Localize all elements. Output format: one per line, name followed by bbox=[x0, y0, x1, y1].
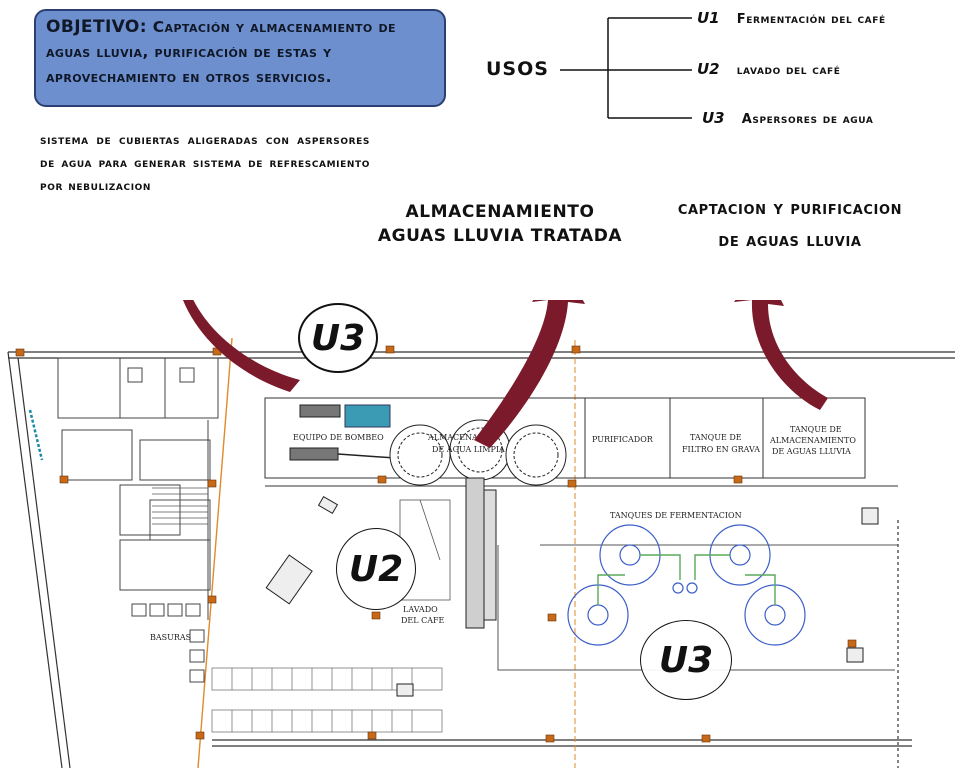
objective-box: OBJETIVO: Captación y almacenamiento de … bbox=[34, 9, 446, 107]
usos-label: USOS bbox=[486, 58, 549, 80]
plan-label-equipo: EQUIPO DE BOMBEO bbox=[293, 433, 384, 442]
green-pipes bbox=[597, 554, 776, 605]
left-rooms bbox=[57, 357, 219, 683]
stairs bbox=[152, 487, 208, 525]
annotation-captacion: captacion y purificacion de aguas lluvia bbox=[640, 193, 940, 257]
fermentation-piping bbox=[497, 544, 898, 671]
plan-label-lavado-1: LAVADO bbox=[403, 605, 438, 614]
annotation-sistema: sistema de cubiertas aligeradas con aspe… bbox=[40, 132, 370, 194]
uso-code: U1 bbox=[697, 9, 720, 27]
orange-axis-line bbox=[197, 337, 233, 769]
annotation-captacion-line1: captacion y purificacion bbox=[677, 198, 903, 219]
plan-label-lavado-2: DEL CAFE bbox=[401, 616, 445, 625]
badge-u3-bottom: U3 bbox=[640, 620, 732, 700]
badge-u3-top: U3 bbox=[298, 303, 378, 373]
annotation-captacion-line2: de aguas lluvia bbox=[718, 230, 862, 251]
uso-item-1: U1 Fermentación del café bbox=[697, 8, 886, 27]
plan-label-tanque-filtro-2: FILTRO EN GRAVA bbox=[682, 445, 760, 454]
plan-label-almacenador-2: DE AGUA LIMPIA bbox=[432, 445, 505, 454]
arrow-sistema bbox=[183, 300, 300, 392]
uso-text: Aspersores de agua bbox=[741, 112, 874, 127]
plan-label-tanque-filtro-1: TANQUE DE bbox=[690, 433, 742, 442]
arrow-almacenamiento bbox=[474, 300, 585, 448]
plan-label-tanque-alm-3: DE AGUAS LLUVIA bbox=[772, 447, 851, 456]
uso-item-3: U3 Aspersores de agua bbox=[702, 108, 873, 127]
plan-label-purificador: PURIFICADOR bbox=[592, 435, 654, 444]
column-markers bbox=[15, 345, 857, 743]
annotation-almacenamiento-line2: AGUAS LLUVIA TRATADA bbox=[377, 226, 623, 246]
objective-text: Captación y almacenamiento de aguas lluv… bbox=[46, 18, 396, 86]
equipment-strip bbox=[264, 397, 898, 487]
uso-code: U3 bbox=[702, 109, 725, 127]
annotation-almacenamiento: ALMACENAMIENTO AGUAS LLUVIA TRATADA bbox=[350, 200, 650, 248]
annotation-almacenamiento-line1: ALMACENAMIENTO bbox=[405, 202, 595, 222]
usos-bracket bbox=[560, 17, 692, 119]
washing-channel bbox=[465, 477, 497, 629]
uso-text: lavado del café bbox=[736, 63, 841, 78]
arrow-captacion bbox=[734, 300, 828, 410]
uso-code: U2 bbox=[697, 60, 720, 78]
plan-label-tanque-alm-2: ALMACENAMIENTO bbox=[769, 436, 856, 445]
objective-key: OBJETIVO: bbox=[46, 17, 147, 37]
pump-equipment bbox=[289, 404, 396, 461]
uso-text: Fermentación del café bbox=[736, 12, 886, 27]
plan-label-tanque-alm-1: TANQUE DE bbox=[790, 425, 842, 434]
plan-label-almacenador-1: ALMACENADOR bbox=[427, 433, 498, 442]
vehicles bbox=[265, 495, 879, 697]
badge-u2: U2 bbox=[336, 528, 416, 610]
plan-label-basuras: BASURAS bbox=[150, 633, 191, 642]
uso-item-2: U2 lavado del café bbox=[697, 59, 841, 78]
parking-grid bbox=[211, 667, 443, 733]
plan-label-tanques-ferm: TANQUES DE FERMENTACION bbox=[610, 511, 742, 520]
teal-wall-mark bbox=[28, 409, 44, 461]
floor-plan: BASURAS EQUIPO DE BOMBEO ALMACENADOR DE … bbox=[7, 300, 955, 769]
arrows bbox=[183, 300, 828, 448]
